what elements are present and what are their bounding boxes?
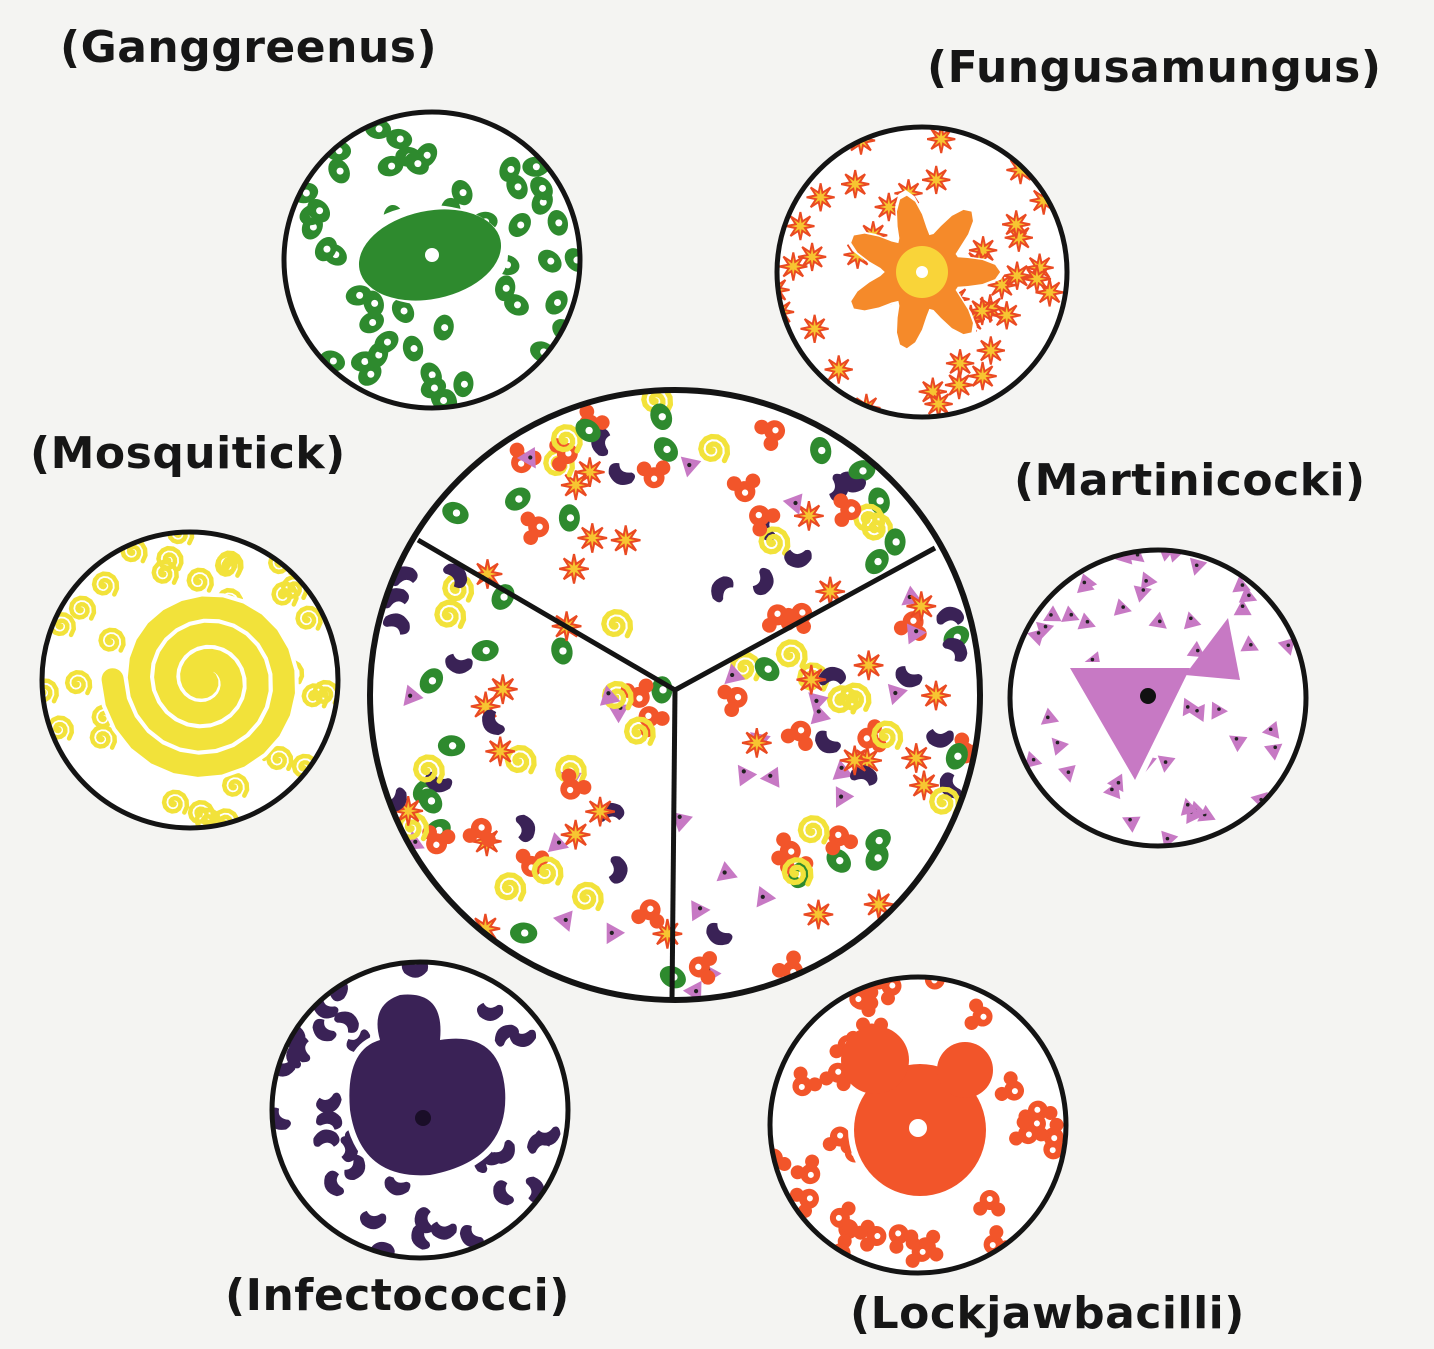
label-ganggreenus: (Ganggreenus) [60,22,437,73]
label-martinicocki: (Martinicocki) [1014,455,1366,506]
green-blob-cell-icon [284,112,592,417]
red-lobed-cell-icon [755,958,1076,1273]
purple-bean-cell-icon [264,953,568,1264]
mixed-cells-petri-icon [370,387,988,1007]
label-lockjawbacilli: (Lockjawbacilli) [850,1288,1245,1339]
label-fungusamungus: (Fungusamungus) [927,42,1381,93]
label-mosquitick: (Mosquitick) [30,428,346,479]
orange-star-cell-icon [762,125,1068,422]
pink-triangle-cell-icon [1010,539,1306,852]
label-infectococci: (Infectococci) [225,1270,570,1321]
yellow-spiral-cell-icon [34,523,338,832]
